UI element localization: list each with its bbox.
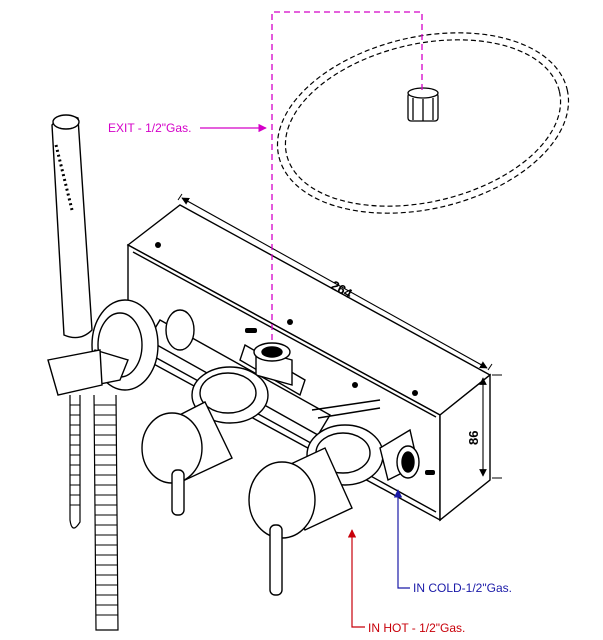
flexible-hose: [69, 394, 119, 631]
rain-shower-head: [276, 32, 570, 214]
exit-label: EXIT - 1/2"Gas.: [108, 121, 191, 135]
in-cold-label: IN COLD-1/2"Gas.: [413, 581, 512, 595]
in-hot-label: IN HOT - 1/2"Gas.: [368, 621, 465, 635]
mixer-knob: [248, 424, 384, 596]
dimension-height: 86: [466, 374, 502, 479]
exit-pipe-route: [271, 11, 423, 340]
diverter-knob: [141, 366, 269, 516]
hand-shower: [47, 114, 103, 396]
dimension-height-label: 86: [466, 431, 481, 445]
hose-ribs: [70, 404, 118, 616]
in-cold-leader: [393, 489, 410, 589]
cold-inlet-fitting: [379, 428, 420, 482]
hand-shower-holder: [79, 299, 195, 391]
shower-head-connector: [407, 87, 439, 122]
exit-outlet: [253, 342, 293, 386]
in-hot-leader: [347, 529, 365, 628]
